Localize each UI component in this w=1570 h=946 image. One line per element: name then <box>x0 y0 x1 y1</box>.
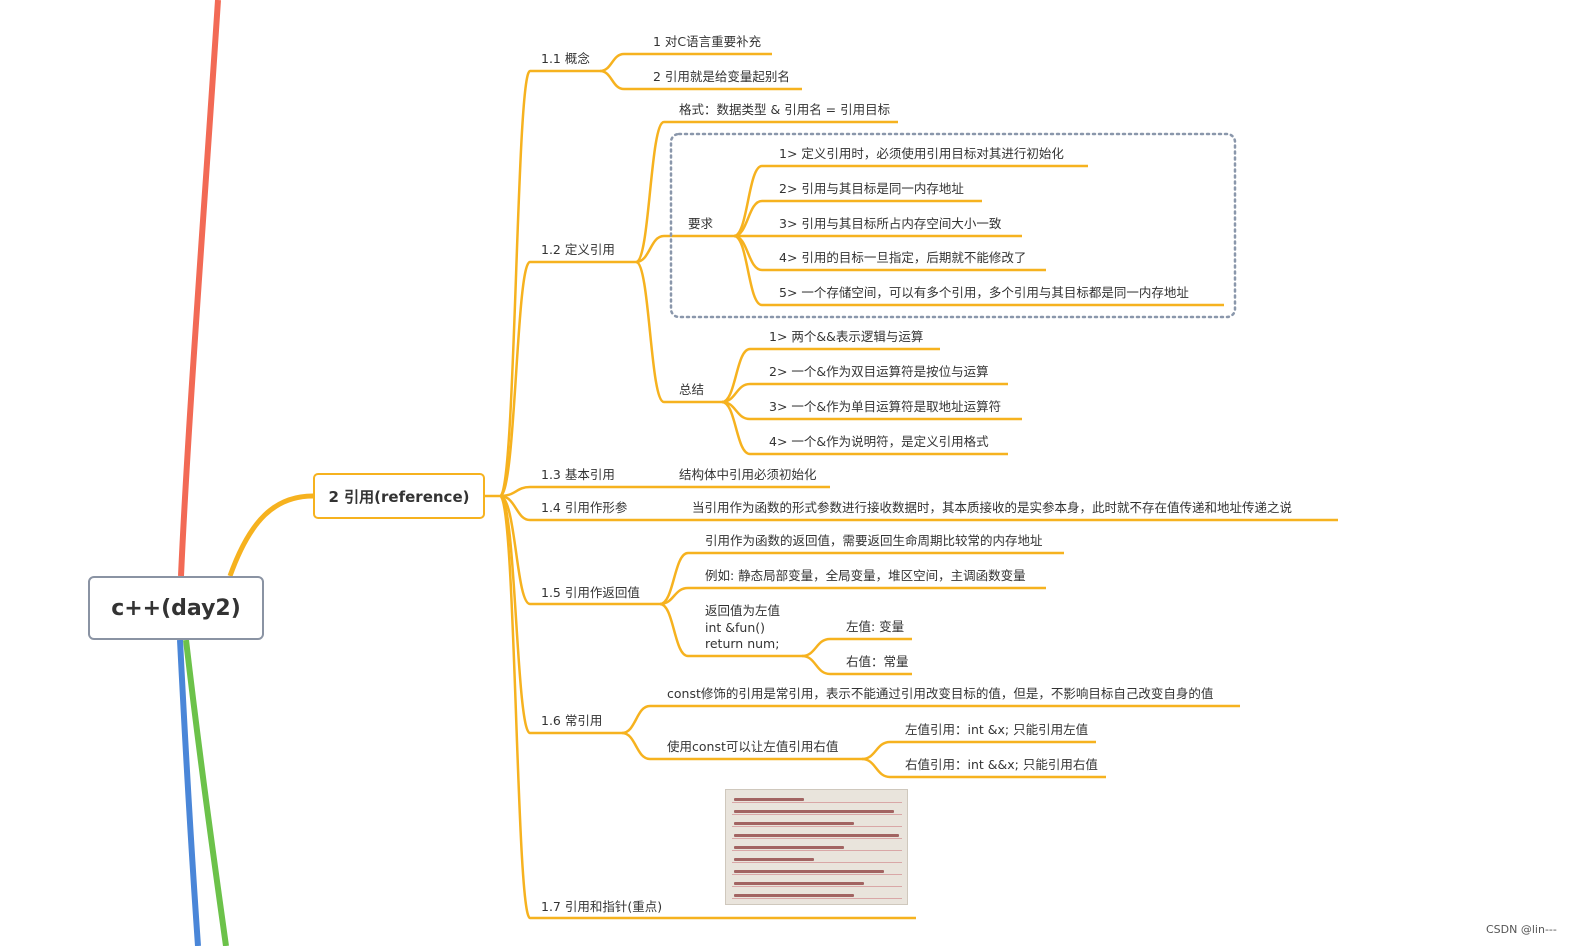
reference-param-note[interactable]: 当引用作为函数的形式参数进行接收数据时，其本质接收的是实参本身，此时就不存在值传… <box>692 500 1293 515</box>
return-reference-item[interactable]: 例如: 静态局部变量，全局变量，堆区空间，主调函数变量 <box>705 568 1026 583</box>
section-1-5-label[interactable]: 1.5 引用作返回值 <box>541 585 640 600</box>
section-1-3-label[interactable]: 1.3 基本引用 <box>541 467 615 482</box>
const-reference-item[interactable]: 使用const可以让左值引用右值 <box>667 739 839 754</box>
watermark: CSDN @lin--- <box>1486 923 1557 936</box>
section-1-7-label[interactable]: 1.7 引用和指针(重点) <box>541 899 663 914</box>
section-1-4-label[interactable]: 1.4 引用作形参 <box>541 500 628 515</box>
left-branch-blue <box>177 639 201 946</box>
left-branch-green <box>183 639 229 946</box>
requirement-item[interactable]: 2> 引用与其目标是同一内存地址 <box>779 181 964 196</box>
section-1-1-label[interactable]: 1.1 概念 <box>541 51 590 66</box>
const-reference-item[interactable]: const修饰的引用是常引用，表示不能通过引用改变目标的值，但是，不影响目标自己… <box>667 686 1214 701</box>
lvalue-child[interactable]: 右值：常量 <box>846 654 909 669</box>
root-to-main-connector <box>227 493 314 577</box>
const-child[interactable]: 右值引用：int &&x; 只能引用右值 <box>905 757 1098 772</box>
lvalue-return-node[interactable]: 返回值为左值 int &fun() return num; <box>705 603 781 651</box>
requirements-node[interactable]: 要求 <box>688 216 714 231</box>
summary-item[interactable]: 1> 两个&&表示逻辑与运算 <box>769 329 924 344</box>
requirements-group-box <box>669 132 1237 319</box>
handwritten-notes-image[interactable] <box>725 789 908 905</box>
concept-item[interactable]: 1 对C语言重要补充 <box>653 34 762 49</box>
requirement-item[interactable]: 5> 一个存储空间，可以有多个引用，多个引用与其目标都是同一内存地址 <box>779 285 1189 300</box>
basic-reference-note[interactable]: 结构体中引用必须初始化 <box>679 467 817 482</box>
summary-item[interactable]: 2> 一个&作为双目运算符是按位与运算 <box>769 364 989 379</box>
concept-item[interactable]: 2 引用就是给变量起别名 <box>653 69 790 84</box>
left-branch-red <box>178 0 221 577</box>
requirement-item[interactable]: 4> 引用的目标一旦指定，后期就不能修改了 <box>779 250 1027 265</box>
section-1-2-label[interactable]: 1.2 定义引用 <box>541 242 615 257</box>
summary-item[interactable]: 3> 一个&作为单目运算符是取地址运算符 <box>769 399 1002 414</box>
root-topic[interactable]: c++(day2) <box>88 576 264 640</box>
requirement-item[interactable]: 3> 引用与其目标所占内存空间大小一致 <box>779 216 1002 231</box>
section-1-6-label[interactable]: 1.6 常引用 <box>541 713 603 728</box>
format-node[interactable]: 格式：数据类型 & 引用名 = 引用目标 <box>679 102 891 117</box>
lvalue-child[interactable]: 左值: 变量 <box>846 619 905 634</box>
summary-item[interactable]: 4> 一个&作为说明符，是定义引用格式 <box>769 434 989 449</box>
return-reference-item[interactable]: 引用作为函数的返回值，需要返回生命周期比较常的内存地址 <box>705 533 1043 548</box>
const-child[interactable]: 左值引用：int &x; 只能引用左值 <box>905 722 1089 737</box>
main-topic[interactable]: 2 引用(reference) <box>313 473 485 519</box>
summary-node[interactable]: 总结 <box>679 382 705 397</box>
requirement-item[interactable]: 1> 定义引用时，必须使用引用目标对其进行初始化 <box>779 146 1064 161</box>
